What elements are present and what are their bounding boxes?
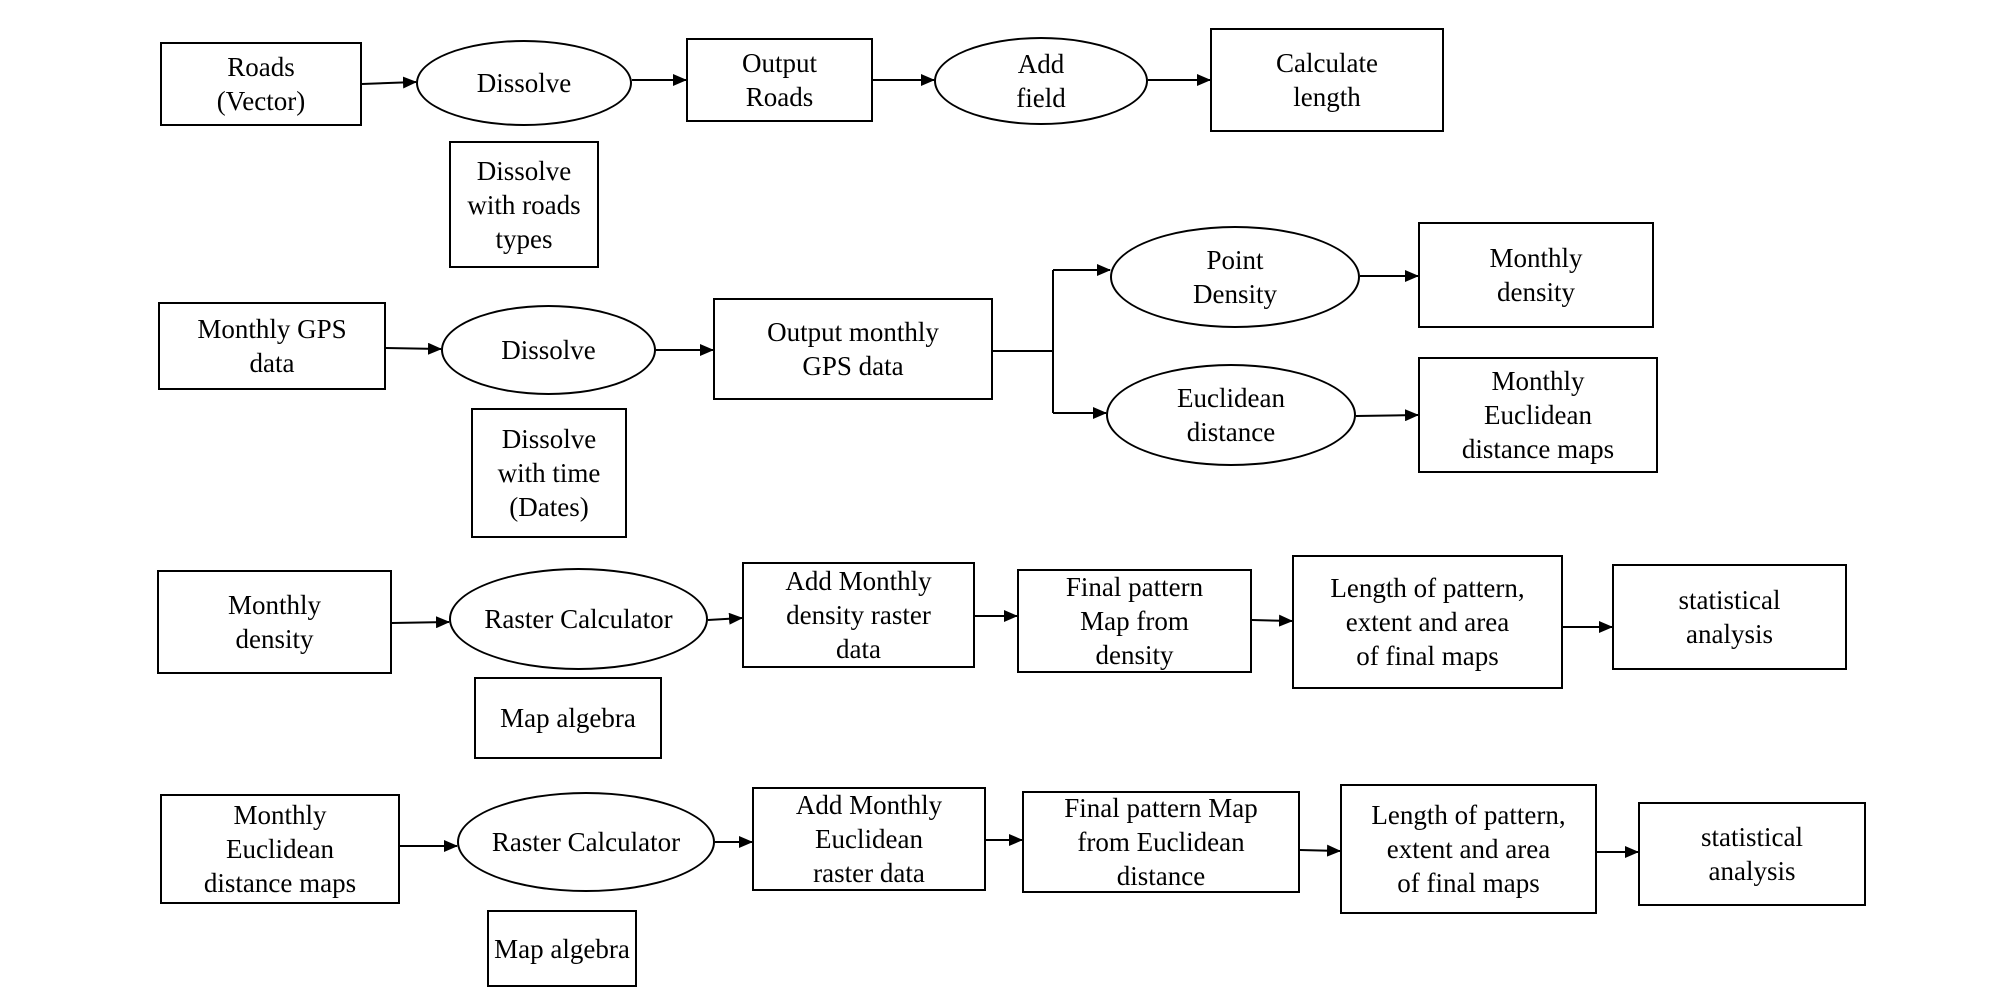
length-pattern-box-1: Length of pattern, extent and area of fi…: [1292, 555, 1563, 689]
statistical-analysis-box-1: statistical analysis: [1612, 564, 1847, 670]
monthly-density-output-box: Monthly density: [1418, 222, 1654, 328]
monthly-gps-data-box: Monthly GPS data: [158, 302, 386, 390]
monthly-density-input-box: Monthly density: [157, 570, 392, 674]
raster-calculator-ellipse-2: Raster Calculator: [457, 792, 715, 892]
arrow-final-pattern-to-length-1: [1251, 614, 1293, 627]
monthly-euclidean-input-box: Monthly Euclidean distance maps: [160, 794, 400, 904]
map-algebra-box-1: Map algebra: [474, 677, 662, 759]
arrow-final-pattern-to-length-2: [1299, 844, 1341, 857]
dissolve-roads-types-box: Dissolve with roads types: [449, 141, 599, 268]
arrow-raster-calc-to-add-density-raster: [707, 612, 743, 625]
monthly-euclidean-output-box: Monthly Euclidean distance maps: [1418, 357, 1658, 473]
add-field-ellipse: Add field: [934, 37, 1148, 125]
final-pattern-density-box: Final pattern Map from density: [1017, 569, 1252, 673]
statistical-analysis-box-2: statistical analysis: [1638, 802, 1866, 906]
arrow-euclidean-to-monthly-euclidean: [1355, 409, 1419, 422]
roads-vector-box: Roads (Vector): [160, 42, 362, 126]
dissolve-time-dates-box: Dissolve with time (Dates): [471, 408, 627, 538]
raster-calculator-ellipse-1: Raster Calculator: [449, 568, 708, 670]
dissolve-ellipse-1: Dissolve: [416, 40, 632, 126]
dissolve-ellipse-2: Dissolve: [441, 305, 656, 395]
point-density-ellipse: Point Density: [1110, 226, 1360, 328]
arrow-monthly-density-to-raster-calc: [391, 616, 450, 629]
add-monthly-euclidean-raster-box: Add Monthly Euclidean raster data: [752, 787, 986, 891]
final-pattern-euclidean-box: Final pattern Map from Euclidean distanc…: [1022, 791, 1300, 893]
arrow-gps-to-dissolve: [385, 342, 442, 355]
add-monthly-density-raster-box: Add Monthly density raster data: [742, 562, 975, 668]
calculate-length-box: Calculate length: [1210, 28, 1444, 132]
map-algebra-box-2: Map algebra: [487, 910, 637, 987]
arrow-roads-to-dissolve: [361, 76, 417, 89]
output-roads-box: Output Roads: [686, 38, 873, 122]
length-pattern-box-2: Length of pattern, extent and area of fi…: [1340, 784, 1597, 914]
euclidean-distance-ellipse: Euclidean distance: [1106, 364, 1356, 466]
output-monthly-gps-box: Output monthly GPS data: [713, 298, 993, 400]
